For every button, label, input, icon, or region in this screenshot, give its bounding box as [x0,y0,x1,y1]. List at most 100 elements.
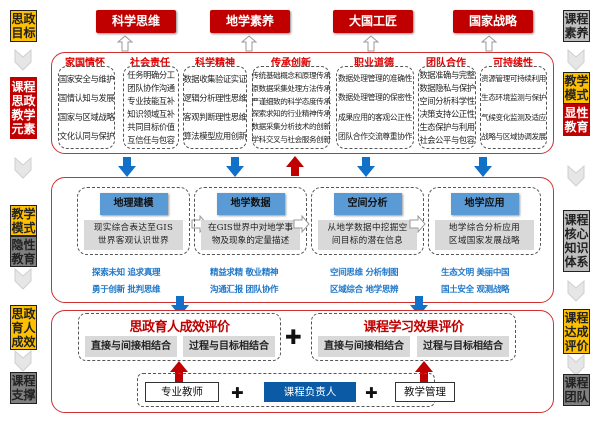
element-item: 严谨细致的科学态度传承 [251,96,331,106]
module-value: 沟通汇报 团队协作 [210,285,279,295]
arrow-down-icon [357,157,375,177]
right-label-explicit-education: 显性 教育 [563,104,590,136]
right-label-course-team: 课程 团队 [563,374,590,406]
element-item: 成果应用的客观公正性 [338,112,412,122]
element-item: 决策支持公正性 [419,108,475,119]
evaluation-chip: 过程与目标相结合 [417,336,509,357]
element-item: 任务明确分工 [127,70,175,81]
right-label-teaching-mode: 教学 模式 [563,72,590,104]
right-label-core-knowledge: 课程 核心 知识 体系 [563,210,590,272]
chevron-down-icon [14,350,32,372]
hollow-arrow-right-icon [293,215,310,233]
element-card-teamwork: 数据准确与完整 数据隐私与保护 空间分析科学性 决策支持公正性 生态保护与利用 … [418,66,476,149]
element-item: 探索求知的行业精神传承 [251,109,331,119]
module-spatial-analysis: 空间分析 从地学数据中挖掘空 间目标的潜在信息 [311,187,424,255]
arrow-down-icon [171,296,189,316]
team-course-leader: 课程负责人 [264,382,356,402]
module-title: 地学应用 [450,193,519,215]
element-item: 空间分析科学性 [419,96,475,107]
arrow-up-icon [286,156,304,176]
module-description: 地学综合分析应用 区域国家发展战略 [435,220,534,250]
module-value: 生态文明 美丽中国 [441,268,510,278]
right-label-course-literacy: 课程 素养 [563,10,590,42]
goal-geoscience-literacy: 地学素养 [210,10,290,33]
element-item: 数据收集验证实证 [183,73,247,84]
team-teaching-management: 教学管理 [395,382,455,402]
evaluation-chip: 直接与间接相结合 [85,336,177,357]
left-label-implicit-education: 隐性 教育 [10,236,37,267]
module-description: 在GIS世界中对地学事 物及现象的定量描述 [201,220,300,250]
left-label-teaching-mode: 教学 模式 [10,205,37,236]
arrow-down-icon [410,296,428,316]
chevron-down-icon [14,49,32,71]
element-item: 算法模型应用创新 [183,131,247,142]
chevron-down-icon [567,49,585,71]
goal-great-craftsman: 大国工匠 [333,10,413,33]
element-title: 家国情怀 [65,58,105,69]
module-value: 空间思维 分析制图 [330,268,399,278]
chevron-down-icon [14,268,32,290]
plus-icon: ✚ [285,325,302,349]
element-title: 传承创新 [271,58,311,69]
element-item: 逻辑分析理性思维 [183,92,247,103]
module-description: 现实综合表达至GIS 世界客观认识世界 [84,220,183,250]
module-title: 地理建模 [99,193,168,215]
arrow-down-icon [118,157,136,177]
chevron-down-icon [567,165,585,187]
element-card-inheritance-innovation: 传统基础概念和原理传承 原数据采集处理方法传承 严谨细致的科学态度传承 探索求知… [251,66,331,149]
left-label-course-support: 课程 支撑 [10,372,37,404]
arrow-up-icon [170,361,188,383]
element-item: 数据隐私与保护 [419,83,475,94]
element-item: 原数据采集处理方法传承 [251,83,331,93]
element-item: 团队协作沟通 [127,83,175,94]
module-value: 探索未知 追求真理 [92,268,161,278]
element-item: 生态环境监测与保护 [481,93,546,103]
element-item: 资源管理可持续利用 [481,74,546,84]
module-geo-data: 地学数据 在GIS世界中对地学事 物及现象的定量描述 [194,187,307,255]
chevron-down-icon [14,157,32,179]
goal-national-strategy: 国家战略 [453,10,533,33]
element-item: 数据准确与完整 [419,70,475,81]
left-label-education-outcome: 思政 育人 成效 [10,305,37,350]
left-label-ideology-goal: 思政 目标 [10,10,37,42]
element-item: 共同目标价值 [127,121,175,132]
hollow-arrow-up-icon [481,35,497,52]
element-card-patriotism: 国家安全与维护 国情认知与发展 国家与区域战略 文化认同与保护 [58,66,115,149]
element-item: 数据处理管理的保密性 [338,93,412,103]
element-item: 学科交叉与社会服务创新 [251,135,331,145]
element-item: 社会公平与包容 [419,134,475,145]
chevron-down-icon [567,280,585,302]
module-geo-application: 地学应用 地学综合分析应用 区域国家发展战略 [428,187,541,255]
element-item: 文化认同与保护 [58,131,115,142]
element-item: 国家安全与维护 [58,73,115,84]
module-description: 从地学数据中挖掘空 间目标的潜在信息 [318,220,417,250]
element-card-professional-ethics: 数据处理管理的准确性 数据处理管理的保密性 成果应用的客观公正性 团队合作交流尊… [336,66,414,149]
hollow-arrow-up-icon [241,35,257,52]
course-learning-evaluation: 课程学习效果评价 直接与间接相结合 过程与目标相结合 [311,313,516,361]
module-title: 空间分析 [333,193,402,215]
element-title: 团队合作 [426,58,466,69]
hollow-arrow-up-icon [117,35,133,52]
plus-icon: ✚ [231,384,244,402]
element-card-scientific-spirit: 数据收集验证实证 逻辑分析理性思维 客观判断理性思维 算法模型应用创新 [183,66,247,149]
hollow-arrow-right-icon [409,215,426,233]
element-title: 可持续性 [493,58,533,69]
module-geo-modeling: 地理建模 现实综合表达至GIS 世界客观认识世界 [77,187,190,255]
element-item: 战略与区域协调发展 [481,131,546,141]
goal-scientific-thinking: 科学思维 [96,10,176,33]
module-value: 国土安全 观测战略 [441,285,510,295]
element-card-social-responsibility: 任务明确分工 团队协作沟通 专业技能互补 知识领域互补 共同目标价值 互信任与包… [123,66,179,149]
module-value: 精益求精 敬业精神 [210,268,279,278]
module-value: 勇于创新 批判思维 [92,285,161,295]
module-title: 地学数据 [216,193,285,215]
element-item: 专业技能互补 [127,96,175,107]
team-professional-teacher: 专业教师 [145,382,219,402]
element-item: 传统基础概念和原理传承 [251,70,331,80]
element-card-sustainability: 资源管理可持续利用 生态环境监测与保护 气候变化监测及适应 战略与区域协调发展 [480,66,547,149]
element-item: 团队合作交流尊重协作 [338,131,412,141]
evaluation-title: 课程学习效果评价 [363,320,464,335]
hollow-arrow-up-icon [363,35,379,52]
left-label-ideology-elements: 课程 思政 教学 元素 [10,77,37,139]
chevron-down-icon [567,354,585,376]
element-title: 科学精神 [195,58,235,69]
